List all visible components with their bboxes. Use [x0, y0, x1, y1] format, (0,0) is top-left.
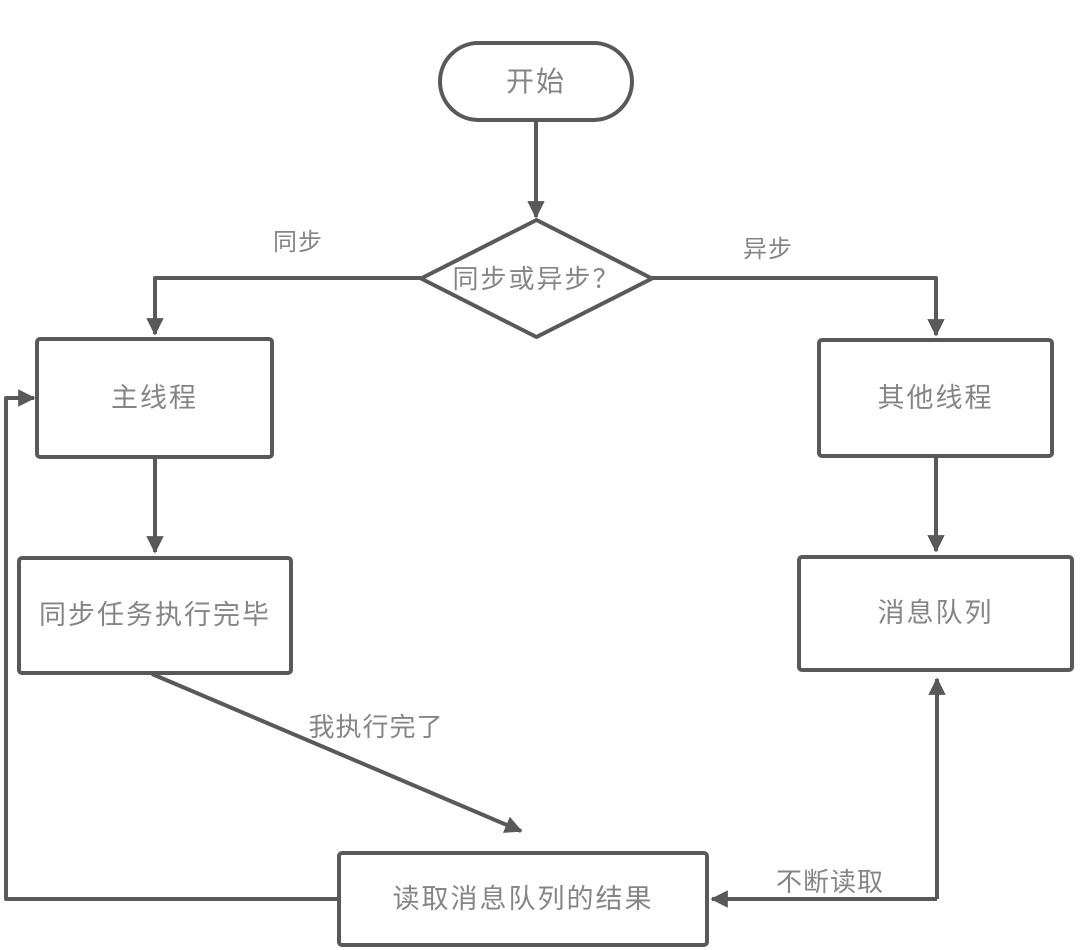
sync-done-label: 同步任务执行完毕 — [39, 600, 271, 630]
arrow-decision-to-main-thread — [146, 276, 421, 336]
start-node-label: 开始 — [505, 65, 566, 97]
message-queue-label: 消息队列 — [877, 598, 994, 628]
decision-diamond-shape — [419, 218, 654, 339]
arrow-decision-to-other-thread — [652, 276, 945, 337]
start-node-shape — [438, 41, 634, 122]
other-thread-box — [817, 338, 1054, 458]
sync-done-box — [17, 556, 293, 675]
edge-label-keep-reading: 不断读取 — [775, 867, 884, 897]
other-thread-label: 其他线程 — [877, 382, 994, 413]
read-result-box — [337, 851, 709, 947]
main-thread-label: 主线程 — [111, 382, 198, 413]
edge-label-async: 异步 — [743, 235, 793, 263]
edge-label-sync: 同步 — [273, 228, 323, 256]
arrow-read-result-to-main-thread-loop — [4, 389, 339, 901]
arrow-sync-done-to-read-result — [151, 672, 523, 833]
decision-node-label: 同步或异步？ — [452, 263, 621, 294]
main-thread-box — [35, 337, 274, 459]
message-queue-box — [797, 555, 1074, 672]
edge-label-done: 我执行完了 — [308, 712, 444, 742]
read-result-label: 读取消息队列的结果 — [392, 883, 654, 914]
